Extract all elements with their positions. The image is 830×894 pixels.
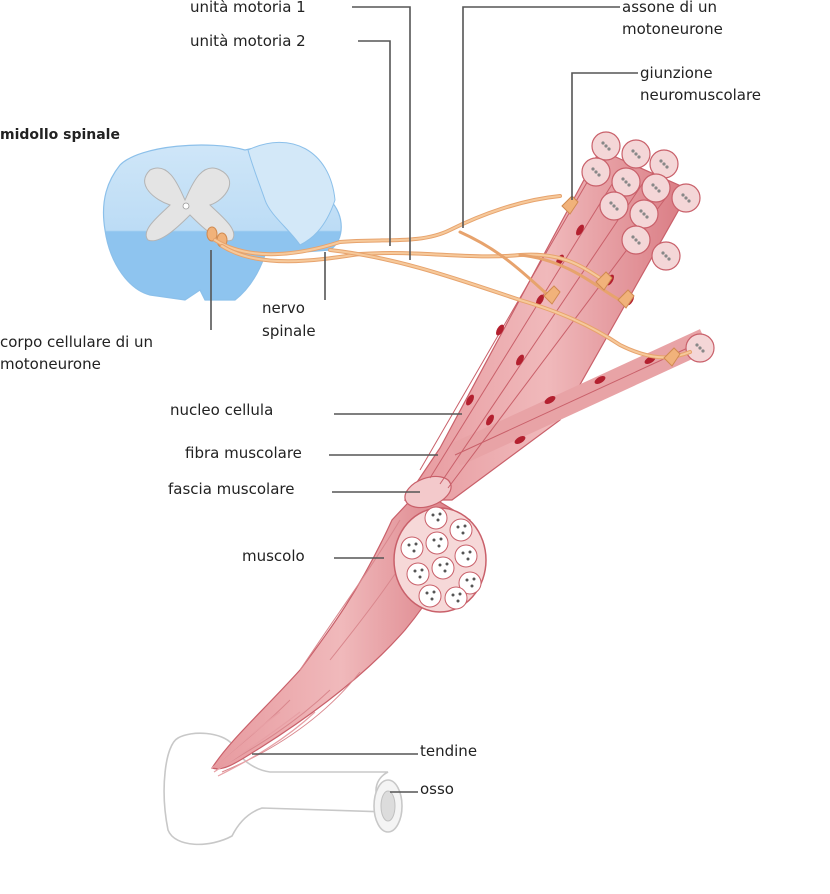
fascicle xyxy=(403,131,715,509)
label-axon-line1: assone di un xyxy=(622,0,717,16)
tendon xyxy=(211,711,316,777)
leader-lines xyxy=(210,6,638,793)
axons xyxy=(213,194,692,360)
label-cell-body-line2: motoneurone xyxy=(0,355,101,373)
muscle xyxy=(211,489,487,773)
label-bone: osso xyxy=(420,780,454,798)
label-axon-line2: motoneurone xyxy=(622,20,723,38)
label-muscle-fiber: fibra muscolare xyxy=(185,444,302,462)
label-muscle: muscolo xyxy=(242,547,305,565)
label-muscle-fascicle: fascia muscolare xyxy=(168,480,294,498)
neuromuscular-junctions xyxy=(543,195,681,367)
spinal-cord xyxy=(102,141,342,301)
label-nerve-line2: spinale xyxy=(262,322,316,340)
label-junction-line2: neuromuscolare xyxy=(640,86,761,104)
label-spinal-cord: midollo spinale xyxy=(0,127,120,143)
label-junction-line1: giunzione xyxy=(640,64,713,82)
label-cell-body-line1: corpo cellulare di un xyxy=(0,333,153,351)
label-motor-unit-2: unità motoria 2 xyxy=(190,32,306,50)
label-motor-unit-1: unità motoria 1 xyxy=(190,0,306,16)
bone xyxy=(163,732,403,846)
labels: unità motoria 1 unità motoria 2 assone d… xyxy=(0,0,761,798)
label-tendon: tendine xyxy=(420,742,477,760)
label-nerve-line1: nervo xyxy=(262,299,305,317)
label-cell-nucleus: nucleo cellula xyxy=(170,401,273,419)
